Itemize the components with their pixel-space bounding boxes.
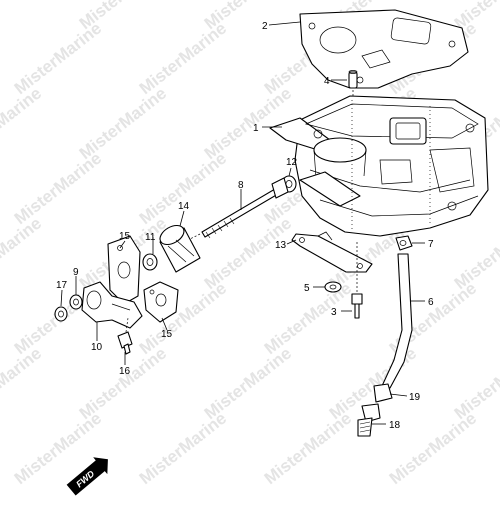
- callout-9: 9: [73, 267, 79, 278]
- callout-18: 18: [389, 420, 401, 431]
- watermark-text: MisterMarine: [0, 344, 45, 424]
- watermark-text: MisterMarine: [136, 19, 230, 99]
- part-clip-7: [395, 235, 413, 251]
- leader-lines: [60, 21, 425, 425]
- callout-6: 6: [428, 297, 434, 308]
- callout-7: 7: [428, 239, 434, 250]
- watermark-text: MisterMarine: [451, 214, 500, 294]
- watermark-text: MisterMarine: [0, 0, 45, 33]
- callout-12: 12: [286, 157, 298, 168]
- part-bracket-15-upper: [107, 235, 141, 305]
- callout-4: 4: [324, 76, 330, 87]
- callout-19: 19: [409, 392, 421, 403]
- part-hose-6: [381, 253, 413, 389]
- callout-10: 10: [91, 342, 103, 353]
- callout-16: 16: [119, 366, 131, 377]
- part-bolt-16: [117, 331, 133, 355]
- callout-17: 17: [56, 280, 68, 291]
- part-dowel-pin: [348, 70, 358, 89]
- callout-labels: 2 1 3 4 5 6 7 8 9 10 11 12 13 14 15 15 1…: [56, 21, 434, 431]
- part-washer-5: [324, 281, 342, 293]
- part-long-bolt: [201, 177, 289, 239]
- callout-3: 3: [331, 307, 337, 318]
- callout-15-upper: 15: [119, 231, 131, 242]
- part-fitting-19: [373, 383, 393, 403]
- part-collar-14: [159, 224, 201, 273]
- part-bolt-3: [351, 293, 363, 319]
- part-bracket-15-lower: [143, 281, 179, 323]
- watermark-text: MisterMarine: [0, 214, 45, 294]
- watermark-text: MisterMarine: [11, 149, 105, 229]
- watermark-text: MisterMarine: [261, 409, 355, 489]
- part-clamp-10: [81, 281, 143, 329]
- part-engine-holder: [269, 95, 489, 237]
- part-grommet-9: [69, 294, 83, 310]
- callout-13: 13: [275, 240, 287, 251]
- callout-8: 8: [238, 180, 244, 191]
- callout-1: 1: [253, 123, 259, 134]
- watermark-text: MisterMarine: [0, 84, 45, 164]
- part-washer-17: [54, 306, 68, 322]
- fwd-badge: FWD: [66, 457, 108, 496]
- watermark-text: MisterMarine: [136, 409, 230, 489]
- part-gasket: [299, 9, 469, 89]
- callout-11: 11: [145, 232, 156, 243]
- watermark-text: MisterMarine: [11, 19, 105, 99]
- callout-5: 5: [304, 283, 310, 294]
- part-collar-11: [142, 253, 158, 271]
- watermark-text: MisterMarine: [451, 344, 500, 424]
- callout-14: 14: [178, 201, 190, 212]
- callout-2: 2: [262, 21, 268, 32]
- part-fitting-18: [357, 403, 381, 437]
- callout-15-lower: 15: [161, 329, 173, 340]
